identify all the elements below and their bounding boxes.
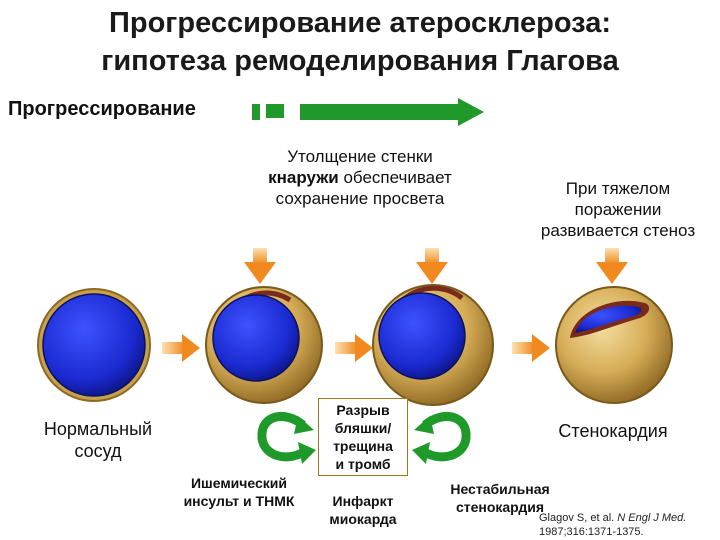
- curved-arrow-right: [412, 412, 471, 464]
- vessel-normal: [37, 288, 151, 402]
- title-line-2: гипотеза ремоделирования Глагова: [101, 45, 619, 77]
- normal-vessel-line2: сосуд: [74, 441, 122, 461]
- mi-line2: миокарда: [329, 511, 397, 527]
- unstable-angina-line1: Нестабильная: [450, 481, 550, 497]
- caption-outward-line2: кнаружи обеспечивает: [230, 167, 490, 188]
- citation-authors: Glagov S, et al.: [539, 512, 618, 524]
- caption-severe-line2: поражении: [574, 200, 662, 219]
- title-line-1: Прогрессирование атеросклероза:: [109, 7, 611, 39]
- normal-vessel-label: Нормальный сосуд: [28, 418, 168, 462]
- vessel-remodeled: [372, 284, 494, 406]
- stroke-line1: Ишемический: [190, 475, 288, 491]
- unstable-angina-label: Нестабильная стенокардия: [440, 480, 560, 516]
- slide-title: Прогрессирование атеросклероза: гипотеза…: [0, 4, 720, 80]
- right-arrow-2: [335, 334, 373, 362]
- progression-arrow: [252, 98, 484, 126]
- mi-line1: Инфаркт: [332, 493, 394, 509]
- rupture-line3: трещина: [333, 438, 393, 454]
- caption-outward-line2-rest: обеспечивает: [338, 168, 452, 187]
- vessel-stenosis: [555, 286, 673, 404]
- rupture-line4: и тромб: [335, 456, 391, 472]
- right-arrow-1: [162, 334, 200, 362]
- caption-outward-line1: Утолщение стенки: [287, 147, 433, 166]
- down-arrow-1: [244, 248, 276, 284]
- stroke-line2: инсульт и ТНМК: [183, 493, 295, 509]
- mi-label: Инфаркт миокарда: [318, 492, 408, 528]
- unstable-angina-line2: стенокардия: [455, 499, 545, 515]
- caption-outward-line3: сохранение просвета: [275, 189, 445, 208]
- progression-label: Прогрессирование: [8, 98, 196, 120]
- down-arrow-3: [596, 248, 628, 284]
- citation: Glagov S, et al. N Engl J Med. 1987;316:…: [539, 511, 686, 539]
- vessel-early-plaque: [205, 286, 323, 404]
- normal-vessel-line1: Нормальный: [43, 419, 153, 439]
- down-arrow-2: [416, 248, 448, 284]
- rupture-line1: Разрыв: [336, 402, 390, 418]
- caption-severe-line1: При тяжелом: [565, 179, 671, 198]
- right-arrow-3: [512, 334, 550, 362]
- caption-severe-stenosis: При тяжелом поражении развивается стеноз: [520, 178, 716, 241]
- citation-line1: Glagov S, et al. N Engl J Med.: [539, 511, 686, 525]
- citation-line2: 1987;316:1371-1375.: [539, 526, 644, 538]
- caption-outward-bold: кнаружи: [268, 168, 339, 187]
- caption-severe-line3: развивается стеноз: [540, 221, 696, 240]
- rupture-line2: бляшки/: [334, 420, 392, 436]
- curved-arrow-left: [257, 412, 316, 464]
- citation-journal: N Engl J Med.: [617, 512, 687, 524]
- stroke-label: Ишемический инсульт и ТНМК: [164, 474, 314, 510]
- rupture-box: Разрыв бляшки/ трещина и тромб: [318, 398, 408, 476]
- caption-outward-thickening: Утолщение стенки кнаружи обеспечивает со…: [230, 146, 490, 209]
- angina-label: Стенокардия: [558, 421, 668, 441]
